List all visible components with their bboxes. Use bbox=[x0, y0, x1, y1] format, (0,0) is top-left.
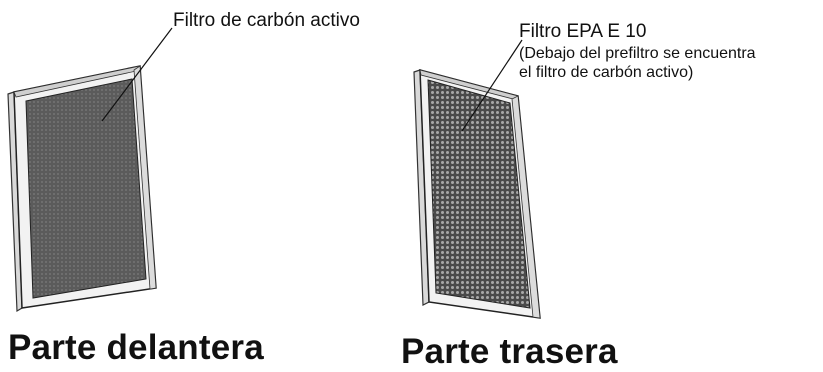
rear-filter-mesh bbox=[427, 79, 531, 309]
front-filter-panel bbox=[7, 65, 157, 313]
rear-filter-frame-right-edge bbox=[511, 95, 541, 319]
rear-filter-caption: Parte trasera bbox=[401, 332, 618, 371]
front-callout-leader-line bbox=[101, 27, 173, 122]
front-filter-mesh bbox=[25, 78, 147, 299]
front-filter-caption: Parte delantera bbox=[8, 328, 264, 367]
rear-filter-callout-label: Filtro EPA E 10 bbox=[519, 21, 647, 42]
rear-filter-callout-note-line2: el filtro de carbón activo) bbox=[519, 64, 694, 81]
front-filter-frame-right-edge bbox=[133, 65, 157, 290]
front-filter-callout-label: Filtro de carbón activo bbox=[173, 10, 360, 31]
rear-callout-leader-line bbox=[461, 39, 523, 132]
rear-filter-panel bbox=[413, 69, 541, 319]
rear-filter-callout-note-line1: (Debajo del prefiltro se encuentra bbox=[519, 45, 756, 62]
